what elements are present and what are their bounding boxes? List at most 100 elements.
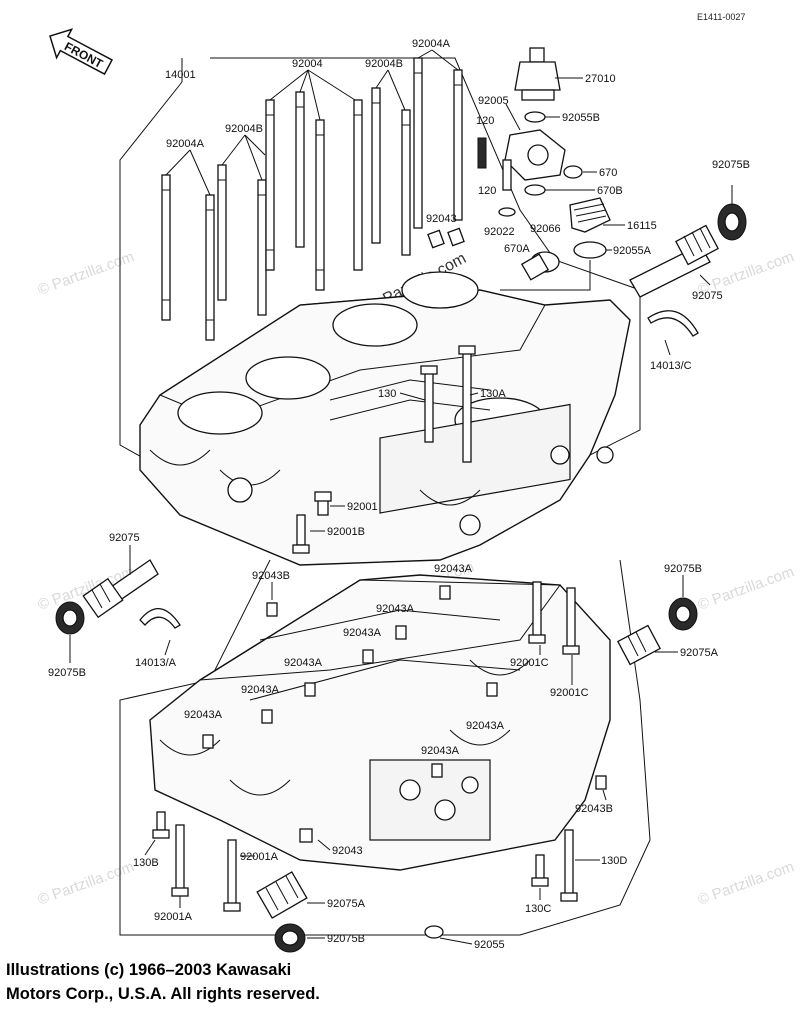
oil-filler-plug (569, 197, 611, 233)
o-ring (424, 925, 444, 939)
part-label: 92043A (284, 657, 323, 669)
part-label: 92004B (365, 58, 403, 70)
stud (315, 119, 325, 291)
stud (295, 91, 305, 248)
part-label: 120 (478, 185, 496, 197)
lower-bolts (152, 581, 580, 912)
oil-seal (55, 601, 85, 635)
front-arrow-icon: FRONT (49, 28, 114, 76)
collar (629, 224, 719, 298)
dowel-pins (427, 227, 465, 249)
collar (617, 624, 661, 666)
part-label: 92075A (680, 647, 719, 659)
part-label: 92022 (484, 226, 515, 238)
lower-crankcase-group-outline (119, 559, 651, 936)
part-label: 92075A (327, 898, 366, 910)
oil-level-gauge (520, 251, 560, 281)
part-label: 670B (597, 185, 623, 197)
stud (413, 57, 423, 229)
part-label: 92075B (48, 667, 86, 679)
collar (256, 871, 308, 919)
stud (401, 109, 411, 256)
washer (524, 111, 546, 123)
o-ring (524, 184, 546, 196)
oil-seal (668, 597, 698, 631)
part-label: 92055A (613, 245, 652, 257)
part-label: 92004B (225, 123, 263, 135)
oil-pressure-switch (514, 47, 561, 101)
part-label: 92004A (412, 38, 451, 50)
part-label: 130B (133, 857, 159, 869)
watermark-text: © Partzilla.com (36, 248, 137, 299)
stud (265, 99, 275, 271)
part-label: 670 (599, 167, 617, 179)
bolt (502, 159, 512, 191)
lower-crankcase (149, 574, 611, 871)
bearing-insert (647, 310, 699, 337)
stud (371, 87, 381, 244)
part-label: 92043B (252, 570, 290, 582)
reference-code: E1411-0027 (697, 12, 745, 22)
stud (205, 194, 215, 341)
part-label: 92075 (692, 290, 723, 302)
oil-passage-cover (504, 129, 566, 181)
watermark-text: © Partzilla.com (696, 858, 797, 909)
part-label: 92075B (327, 933, 365, 945)
stud (353, 99, 363, 271)
part-label: 14013/C (650, 360, 692, 372)
part-label: 130 (378, 388, 396, 400)
bolt (477, 137, 487, 169)
part-label: 92001A (240, 851, 279, 863)
part-label: 92043A (376, 603, 415, 615)
part-label: 92001B (327, 526, 365, 538)
o-ring (573, 241, 607, 259)
stud (161, 174, 171, 321)
part-label: 92075B (664, 563, 702, 575)
part-label: 92055B (562, 112, 600, 124)
copyright-notice: Illustrations (c) 1966–2003 Kawasaki Mot… (6, 958, 426, 1006)
part-label: 130D (601, 855, 627, 867)
upper-bolts (292, 345, 476, 554)
cylinder-studs (161, 57, 463, 341)
o-ring (563, 165, 583, 179)
part-label: 14013/A (135, 657, 177, 669)
upper-crankcase (139, 271, 631, 566)
part-label: 27010 (585, 73, 616, 85)
part-label: 92004A (166, 138, 205, 150)
part-label: 120 (476, 115, 494, 127)
bearing-insert (139, 608, 181, 629)
copyright-line: Illustrations (c) 1966–2003 Kawasaki (6, 961, 292, 979)
stud (217, 164, 227, 301)
part-label: 92043A (184, 709, 223, 721)
part-label: 16115 (627, 220, 657, 232)
part-label: 92001 (347, 501, 378, 513)
part-label: 92005 (478, 95, 509, 107)
leader-bracket (500, 260, 591, 291)
part-labels: 14001 92004 92004A 92004B 92004B 92004A … (48, 38, 750, 951)
oil-seal (717, 203, 747, 241)
part-label: 92055 (474, 939, 505, 951)
part-label: 92001C (550, 687, 589, 699)
part-label: 92043B (575, 803, 613, 815)
stud (453, 69, 463, 221)
part-label: 670A (504, 243, 530, 255)
part-label: 130C (525, 903, 551, 915)
part-label: 92075 (109, 532, 140, 544)
part-label: 92043A (241, 684, 280, 696)
part-label: 92001A (154, 911, 193, 923)
part-label: 92043A (466, 720, 505, 732)
part-label: 92075B (712, 159, 750, 171)
collar (82, 559, 159, 619)
stud (257, 179, 267, 316)
part-label: 92043A (434, 563, 473, 575)
part-label: 92043A (421, 745, 460, 757)
copyright-line: Motors Corp., U.S.A. All rights reserved… (6, 985, 320, 1003)
watermark-text: © Partzilla.com (36, 858, 137, 909)
part-label: 92001C (510, 657, 549, 669)
washer (498, 207, 516, 217)
part-label: 92043 (426, 213, 457, 225)
part-label: 92043A (343, 627, 382, 639)
part-label: 14001 (165, 69, 196, 81)
part-label: 92043 (332, 845, 363, 857)
